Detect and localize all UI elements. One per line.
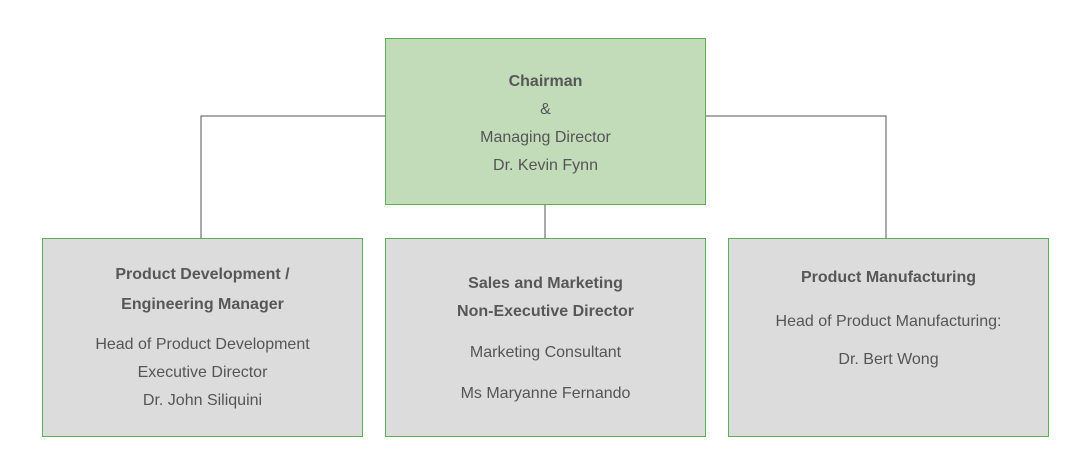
department-role: Marketing Consultant (469, 344, 622, 361)
department-person: Dr. Bert Wong (838, 351, 939, 368)
department-box-product-manufacturing: Product Manufacturing Head of Product Ma… (728, 238, 1049, 437)
department-title: Engineering Manager (121, 296, 284, 313)
connector-left (200, 115, 385, 238)
chairman-name: Dr. Kevin Fynn (493, 157, 598, 174)
department-box-product-development: Product Development / Engineering Manage… (42, 238, 363, 437)
department-title: Non-Executive Director (457, 303, 634, 320)
department-title: Product Manufacturing (800, 269, 977, 286)
department-role: Head of Product Manufacturing: (775, 313, 1002, 330)
chairman-box: Chairman & Managing Director Dr. Kevin F… (385, 38, 706, 205)
connector-right (706, 115, 887, 238)
department-box-sales-marketing: Sales and Marketing Non-Executive Direct… (385, 238, 706, 437)
department-person: Dr. John Siliquini (142, 392, 263, 409)
chairman-title: Chairman (508, 73, 583, 90)
department-role: Executive Director (137, 364, 268, 381)
department-title: Sales and Marketing (468, 275, 623, 292)
department-role: Head of Product Development (95, 336, 310, 353)
chairman-ampersand: & (540, 101, 551, 118)
department-title: Product Development / (115, 266, 290, 283)
department-person: Ms Maryanne Fernando (460, 385, 631, 402)
chairman-role: Managing Director (480, 129, 611, 146)
